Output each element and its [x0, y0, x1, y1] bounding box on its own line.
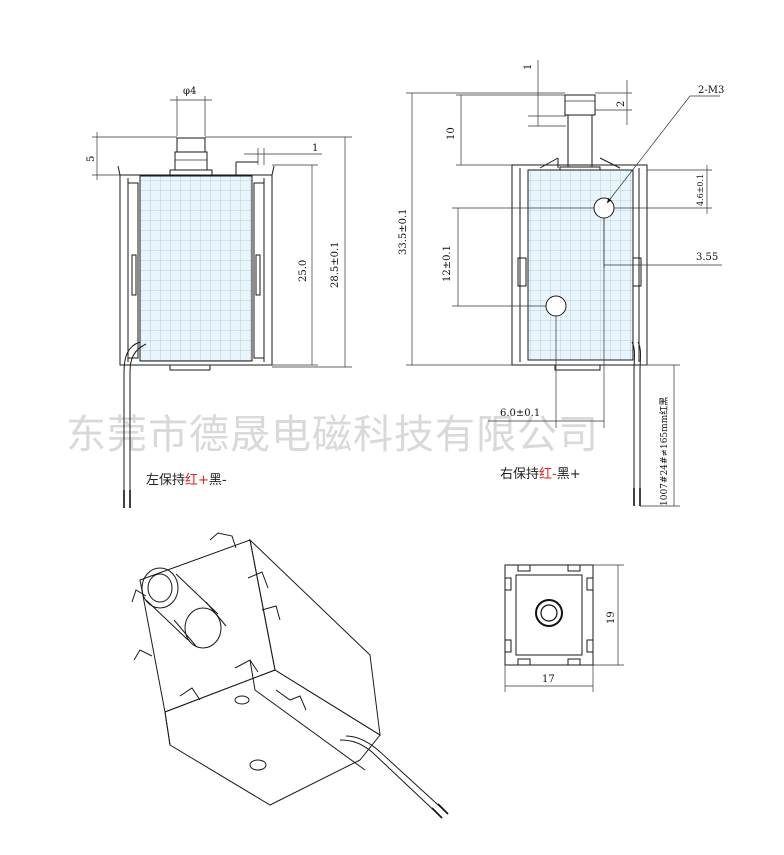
right-dim-lead-spec: 1007#24#≠165mm红黑 [640, 364, 680, 507]
svg-text:10: 10 [446, 127, 457, 140]
svg-text:5: 5 [86, 156, 97, 162]
iso-plunger [141, 567, 227, 649]
svg-text:1: 1 [523, 64, 534, 70]
right-hole-lower [545, 295, 567, 317]
svg-text:1007#24#≠165mm红黑: 1007#24#≠165mm红黑 [658, 397, 670, 506]
left-dim-top-offset: 5 [86, 132, 177, 180]
right-dim-hole-top: 4.6±0.1 [614, 165, 712, 214]
svg-text:25.0: 25.0 [298, 260, 309, 282]
svg-text:φ4: φ4 [183, 86, 196, 97]
left-dim-bracket-gap: 1 [244, 143, 322, 165]
left-coil [139, 175, 253, 362]
iso-lead-wires [339, 735, 449, 819]
iso-hole-2 [249, 759, 267, 771]
isometric-view [131, 532, 449, 819]
iso-hole-1 [234, 695, 250, 705]
right-view: 1 2 10 33.5±0.1 2-M3 [398, 60, 724, 507]
right-dim-tip: 1 2 [523, 60, 632, 127]
bottom-dim-width: 17 [504, 665, 594, 692]
svg-text:2: 2 [616, 101, 627, 107]
left-view-caption: 左保持红+黑- [146, 472, 227, 488]
svg-text:4.6±0.1: 4.6±0.1 [696, 174, 705, 206]
svg-text:33.5±0.1: 33.5±0.1 [398, 208, 409, 255]
svg-text:3.55: 3.55 [696, 252, 718, 263]
right-dim-shaft-len: 10 [446, 94, 565, 166]
bottom-dim-height: 19 [593, 564, 624, 666]
svg-text:6.0±0.1: 6.0±0.1 [500, 408, 540, 419]
left-frame [117, 161, 275, 371]
svg-text:2-M3: 2-M3 [698, 85, 724, 96]
left-lead-wires [123, 341, 147, 508]
left-dim-body-height: 25.0 [272, 164, 318, 366]
left-dim-total-height: 28.5±0.1 [205, 136, 352, 368]
right-dim-thread: 2-M3 [606, 85, 724, 204]
watermark-text: 东莞市德晟电磁科技有限公司 [66, 412, 599, 458]
svg-text:1: 1 [312, 143, 318, 154]
right-dim-total-height: 33.5±0.1 [398, 92, 565, 366]
right-lead-wires [631, 341, 641, 506]
svg-text:28.5±0.1: 28.5±0.1 [330, 241, 341, 288]
svg-text:17: 17 [542, 674, 555, 685]
right-dim-hole-spacing: 12±0.1 [442, 207, 594, 307]
bottom-plunger-inner [540, 604, 558, 622]
right-dim-hole-horizontal: 6.0±0.1 [488, 218, 605, 428]
left-view: φ4 5 1 25.0 28.5±0.1 [86, 86, 352, 508]
right-hole-upper [593, 197, 615, 219]
bottom-view: 19 17 [504, 564, 624, 692]
right-view-caption: 右保持红-黑+ [500, 466, 581, 482]
svg-text:19: 19 [606, 611, 617, 624]
svg-text:12±0.1: 12±0.1 [442, 245, 453, 282]
left-dim-shaft-dia: φ4 [170, 86, 212, 136]
iso-frame-tabs [131, 532, 307, 711]
